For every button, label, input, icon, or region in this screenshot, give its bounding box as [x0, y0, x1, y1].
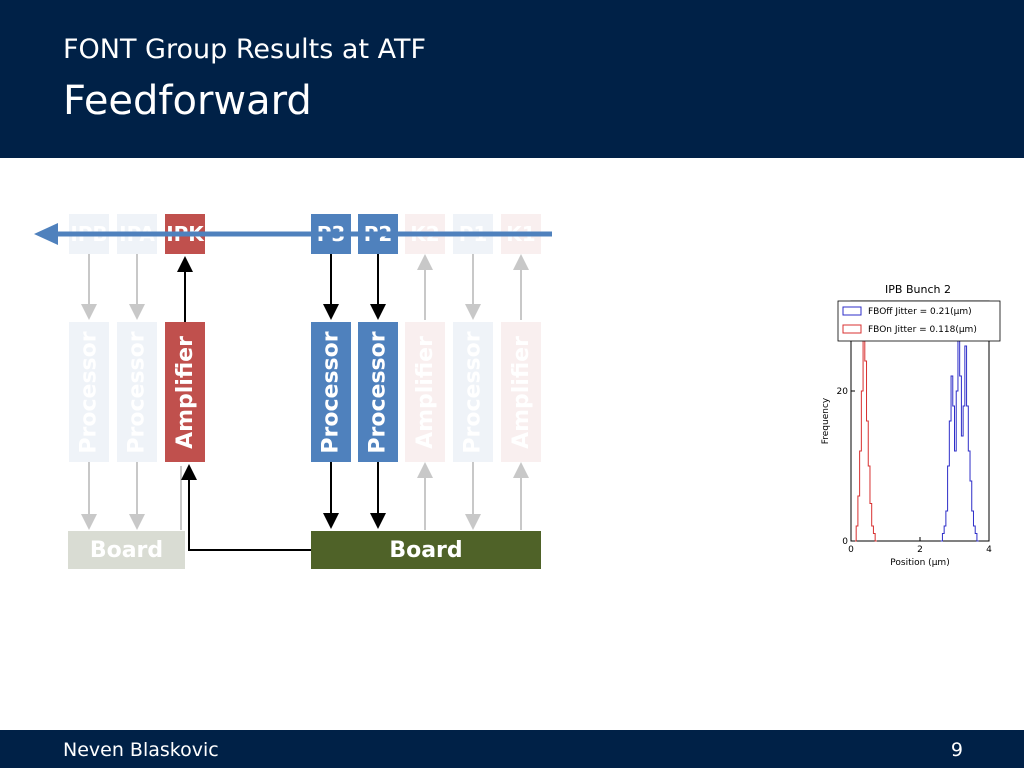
- slide-subtitle: FONT Group Results at ATF: [63, 34, 427, 65]
- legend-swatch-fboff: [842, 306, 862, 316]
- connector-layer: [81, 254, 529, 551]
- slide-title: Feedforward: [63, 78, 312, 124]
- module-processor-p3: Processor: [311, 322, 351, 462]
- module-amplifier-k1: Amplifier: [501, 322, 541, 462]
- module-processor-p2: Processor: [358, 322, 398, 462]
- module-amplifier-ipk: Amplifier: [165, 322, 205, 462]
- histogram-svg: IPB Bunch 2 0 2 4 0 20 FBOff Jitter = 0.21(μ…: [821, 283, 1001, 568]
- beam-direction-arrow: [34, 223, 552, 245]
- board-faded: Board: [68, 531, 185, 569]
- board-active: Board: [311, 531, 541, 569]
- histogram-plot: IPB Bunch 2 0 2 4 0 20 FBOff Jitter = 0.21(μ…: [812, 280, 1012, 575]
- tick-layer: 0 2 4 0 20: [837, 387, 993, 555]
- histogram-series-1: [854, 330, 877, 542]
- module-processor-ipa: Processor: [117, 322, 157, 462]
- y-tick-label: 0: [842, 537, 848, 547]
- header-bar: FONT Group Results at ATF Feedforward: [0, 0, 1024, 158]
- histogram-series-0: [940, 315, 979, 542]
- x-tick-label: 2: [917, 545, 923, 555]
- module-processor-ipb: Processor: [69, 322, 109, 462]
- arrow-board-to-amplifier: [181, 464, 311, 551]
- legend-swatch-fbon: [842, 324, 862, 334]
- histogram-series-layer: [854, 315, 979, 542]
- x-tick-label: 4: [986, 545, 992, 555]
- chart-legend: [837, 300, 1001, 342]
- y-tick-label: 20: [837, 387, 849, 397]
- x-tick-label: 0: [848, 545, 854, 555]
- footer-author: Neven Blaskovic: [63, 739, 219, 761]
- y-axis-label: Frequency: [821, 397, 831, 444]
- legend-label-fbon: FBOn Jitter = 0.118(μm): [868, 325, 977, 335]
- legend-label-fboff: FBOff Jitter = 0.21(μm): [868, 307, 972, 317]
- module-processor-p1: Processor: [453, 322, 493, 462]
- x-axis-label: Position (μm): [890, 558, 949, 568]
- page-number: 9: [950, 739, 963, 761]
- feedforward-diagram: IPB IPA IPK P3 P2 K2 P1 K1 Processor Pro…: [0, 170, 580, 590]
- chart-title: IPB Bunch 2: [885, 283, 951, 296]
- footer-bar: Neven Blaskovic 9: [0, 730, 1024, 768]
- module-amplifier-k2: Amplifier: [405, 322, 445, 462]
